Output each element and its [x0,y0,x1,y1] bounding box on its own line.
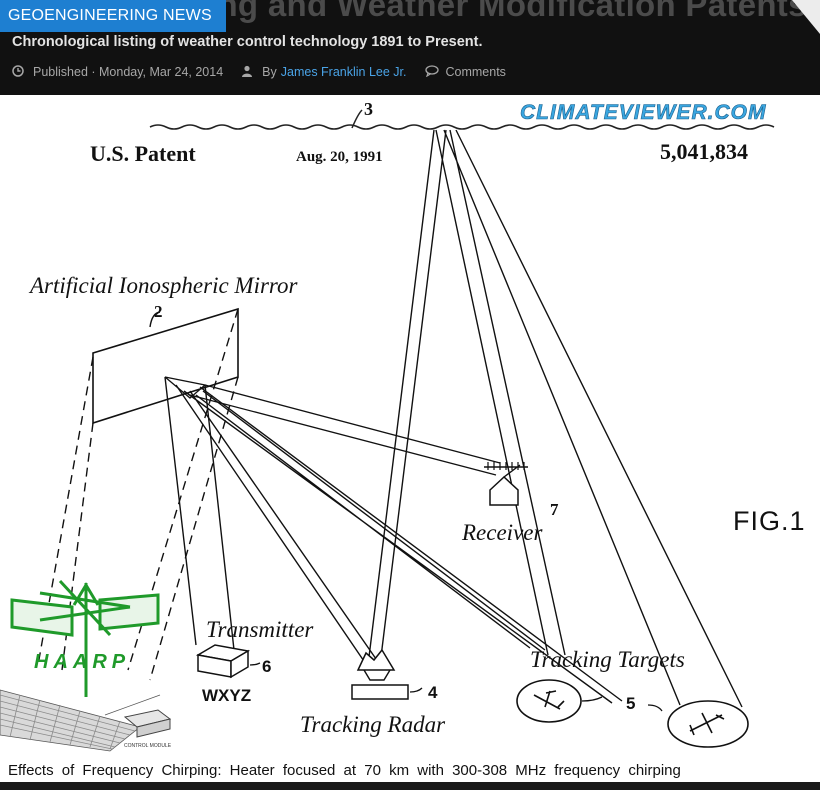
figure-caption: Effects of Frequency Chirping: Heater fo… [8,762,681,779]
article-subtitle: Chronological listing of weather control… [12,34,483,50]
ref-7: 7 [550,500,559,519]
receiver-beam [189,384,501,476]
comment-icon[interactable] [424,65,439,79]
ref-6: 6 [262,657,271,676]
transmitter-building [195,644,251,679]
ionosphere-line [149,124,775,130]
leader-3 [351,109,363,129]
mirror-label: Artificial Ionospheric Mirror [28,273,299,298]
transmitter-label: Transmitter [206,617,314,642]
receiver-label: Receiver [461,520,543,545]
haarp-antenna [10,579,160,697]
ref-2: 2 [154,302,163,321]
station-label: WXYZ [202,686,251,705]
bottom-bar [0,782,820,790]
control-module-label: CONTROL MODULE [124,743,172,749]
corner-tab [792,0,820,34]
patent-diagram: 3 CLIMATEVIEWER.COM U.S. Patent Aug. 20,… [0,99,806,779]
article-header: ing and Weather Modification Patents GEO… [0,0,820,95]
climateviewer-watermark: CLIMATEVIEWER.COM [520,101,766,124]
leader-5 [581,696,663,712]
article-meta: Published · Monday, Mar 24, 2014 By Jame… [12,65,506,79]
control-leader [104,694,161,716]
ionospheric-mirror [92,307,239,425]
patent-figure: 3 CLIMATEVIEWER.COM U.S. Patent Aug. 20,… [0,95,820,782]
control-module [123,709,172,738]
ref-5: 5 [626,694,635,713]
published-date: Published · Monday, Mar 24, 2014 [33,65,224,79]
leader-4 [409,687,423,693]
transmitter-beam [164,376,235,651]
leader-6 [249,662,261,666]
haarp-antenna-field [0,689,141,752]
target-2 [667,700,749,748]
tracking-targets-label: Tracking Targets [530,647,685,672]
target-1 [516,679,582,723]
patent-label: U.S. Patent [90,141,196,166]
patent-number: 5,041,834 [660,139,748,164]
comments-link[interactable]: Comments [445,65,506,79]
beam-focus [164,376,207,399]
tracking-radar [351,648,409,700]
haarp-label: HAARP [34,651,130,673]
haarp-beam-dashes [37,308,239,681]
radar-ionosphere-beams [367,129,743,708]
ref-3: 3 [364,99,373,119]
article-title[interactable]: ing and Weather Modification Patents [208,0,807,23]
ref-4: 4 [428,683,438,702]
leader-2 [149,311,161,328]
tracking-radar-label: Tracking Radar [300,712,446,737]
clock-icon [12,65,26,79]
user-icon [241,65,255,79]
author-link[interactable]: James Franklin Lee Jr. [280,65,407,79]
radar-mirror-beams [175,384,623,704]
patent-date: Aug. 20, 1991 [296,149,383,165]
by-label: By [262,65,277,79]
category-badge[interactable]: GEOENGINEERING NEWS [0,0,226,32]
fig-1-label: FIG.1 [733,506,806,536]
receiver-building [484,462,528,506]
